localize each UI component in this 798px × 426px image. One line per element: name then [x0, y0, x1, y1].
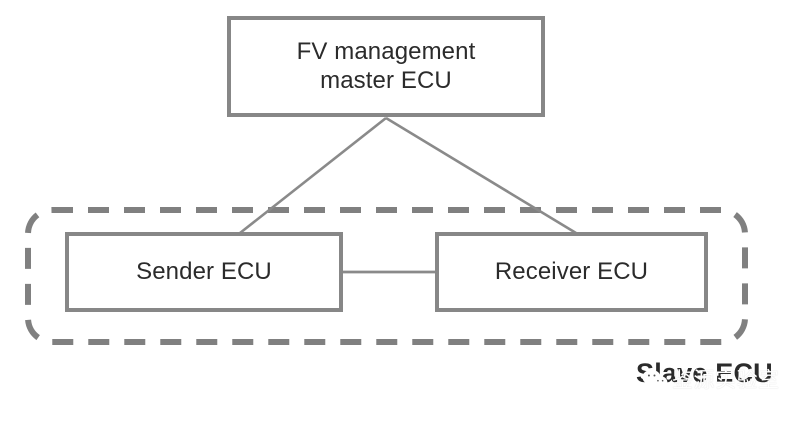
- fv-management-master-ecu-label: FV management master ECU: [296, 38, 476, 94]
- sender-ecu-label: Sender ECU: [136, 257, 272, 285]
- edge-master-to-sender: [239, 116, 387, 235]
- fv-management-master-ecu-node[interactable]: FV management master ECU: [227, 16, 545, 117]
- sender-ecu-node[interactable]: Sender ECU: [65, 232, 343, 312]
- edge-master-to-receiver: [385, 116, 577, 235]
- receiver-ecu-node[interactable]: Receiver ECU: [435, 232, 708, 312]
- slave-ecu-group-boundary: [25, 207, 748, 345]
- slave-ecu-group-label: Slave ECU: [636, 358, 773, 388]
- receiver-ecu-label: Receiver ECU: [494, 257, 649, 285]
